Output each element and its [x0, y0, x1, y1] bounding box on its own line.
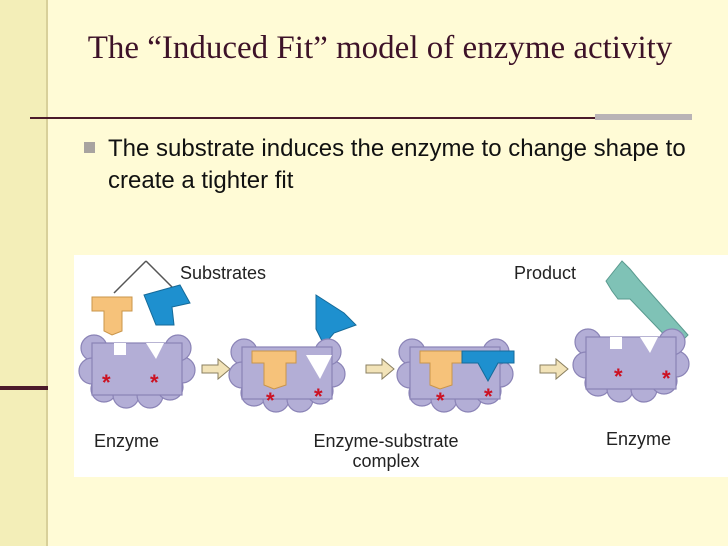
- enzyme-2-open-site: [306, 355, 332, 379]
- label-enzyme-left: Enzyme: [94, 431, 160, 451]
- enzyme-1: [78, 334, 196, 409]
- diagram-svg: [78, 260, 690, 413]
- left-decorative-band: [0, 0, 46, 546]
- substrate-blue-shape: [143, 284, 191, 326]
- substrate-blue-free: [315, 294, 357, 346]
- arrow-2: [365, 357, 395, 381]
- active-site-asterisk: *: [314, 384, 323, 409]
- substrate-orange-bound-2: [251, 350, 297, 390]
- enzyme-1-pockets: [114, 343, 164, 359]
- substrates-bracket: [113, 260, 177, 294]
- label-es-complex-line2: complex: [352, 451, 420, 471]
- active-site-asterisk: *: [436, 388, 445, 413]
- label-product: Product: [514, 263, 577, 283]
- arrow-3: [539, 357, 569, 381]
- enzyme-4: [572, 328, 690, 403]
- left-accent-bar: [0, 386, 48, 390]
- substrate-blue-bound-3: [461, 350, 515, 383]
- label-enzyme-right: Enzyme: [606, 429, 672, 449]
- title-divider: [30, 117, 692, 119]
- bullet-square-icon: [84, 142, 95, 153]
- active-site-asterisk: *: [484, 384, 493, 409]
- enzyme-2: [228, 338, 346, 413]
- active-site-asterisk: *: [150, 370, 159, 395]
- label-es-complex-line1: Enzyme-substrate: [313, 431, 459, 451]
- active-site-asterisk: *: [662, 366, 671, 391]
- arrow-1: [201, 357, 231, 381]
- left-rule: [46, 0, 48, 546]
- active-site-asterisk: *: [102, 370, 111, 395]
- label-substrates: Substrates: [180, 263, 267, 283]
- induced-fit-diagram: Substrates Product Enzyme Enzyme-substra…: [74, 255, 728, 477]
- slide-title: The “Induced Fit” model of enzyme activi…: [87, 30, 673, 66]
- substrate-orange-shape: [91, 296, 133, 336]
- enzyme-3: [396, 338, 514, 413]
- bullet-text: The substrate induces the enzyme to chan…: [108, 135, 686, 194]
- active-site-asterisk: *: [614, 364, 623, 389]
- title-divider-accent: [595, 114, 692, 120]
- active-site-asterisk: *: [266, 388, 275, 413]
